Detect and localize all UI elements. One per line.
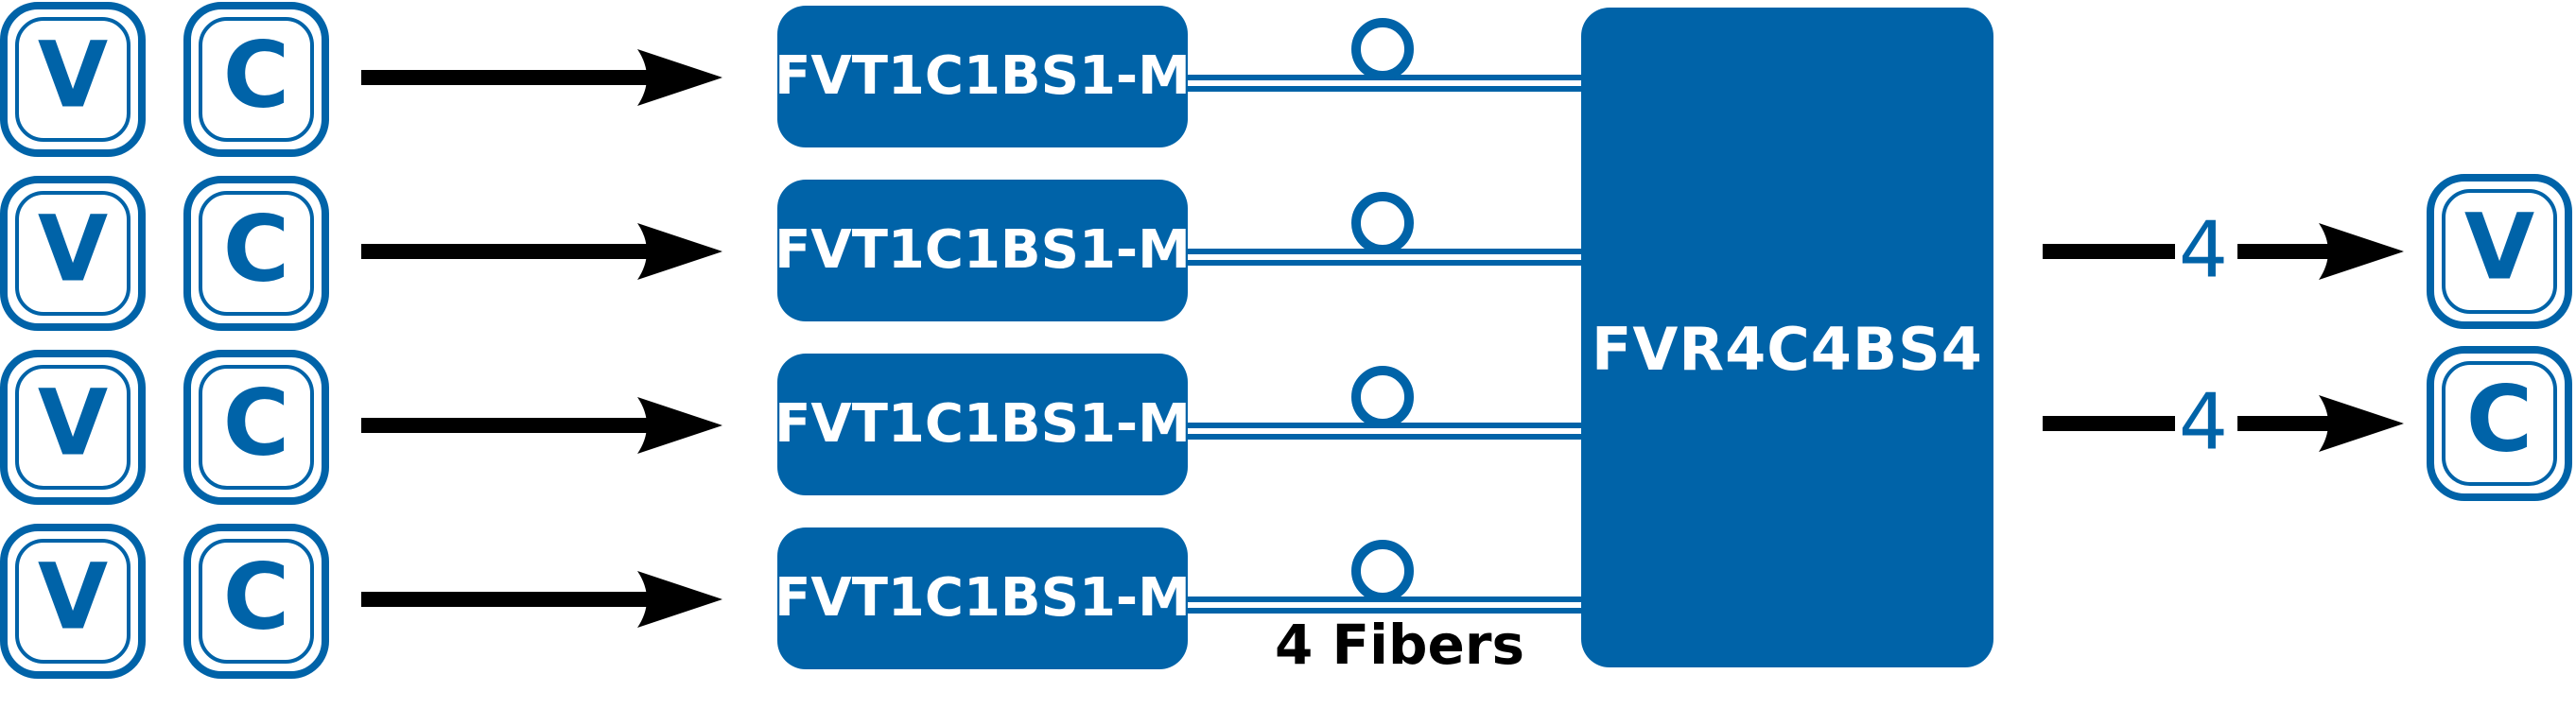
control-signal-letter: C — [223, 370, 289, 476]
transmitter-box — [777, 527, 1188, 669]
receiver-box — [1581, 8, 1993, 667]
transmitter-label: FVT1C1BS1-M — [775, 567, 1191, 629]
control-signal-letter: C — [223, 196, 289, 302]
control-signal-letter: C — [223, 544, 289, 649]
control-signal-icon: C — [183, 2, 329, 157]
receiver-label: FVR4C4BS4 — [1592, 315, 1983, 384]
input-row: V C FVT1C1BS1-M — [0, 350, 1581, 505]
video-signal-letter: V — [38, 370, 108, 476]
video-signal-icon: V — [2427, 174, 2572, 329]
control-signal-letter: C — [2466, 366, 2532, 472]
transmitter-box — [777, 6, 1188, 147]
control-signal-icon: C — [183, 350, 329, 505]
output-count: 4 — [2179, 205, 2228, 295]
receiver: FVR4C4BS4 — [1581, 8, 1993, 667]
control-signal-icon: C — [2427, 346, 2572, 501]
output-count: 4 — [2179, 377, 2228, 467]
control-signal-icon: C — [183, 176, 329, 331]
transmitter-label: FVT1C1BS1-M — [775, 219, 1191, 281]
transmitter-label: FVT1C1BS1-M — [775, 393, 1191, 455]
input-row: V C FVT1C1BS1-M — [0, 2, 1581, 157]
fiber-connector-icon — [1351, 18, 1414, 80]
video-signal-letter: V — [38, 196, 108, 302]
video-signal-icon: V — [0, 524, 146, 679]
video-signal-letter: V — [38, 544, 108, 649]
input-row: V C FVT1C1BS1-M — [0, 524, 1581, 679]
transmitter-label: FVT1C1BS1-M — [775, 45, 1191, 107]
video-signal-icon: V — [0, 176, 146, 331]
transmitter-box — [777, 180, 1188, 321]
fiber-connector-icon — [1351, 540, 1414, 602]
signal-arrow-icon — [2237, 223, 2404, 280]
transmitter-box — [777, 354, 1188, 495]
fiber-count-caption: 4 Fibers — [1275, 613, 1524, 677]
control-signal-icon: C — [183, 524, 329, 679]
video-signal-icon: V — [0, 350, 146, 505]
video-signal-icon: V — [0, 2, 146, 157]
video-signal-letter: V — [38, 22, 108, 128]
fiber-connector-icon — [1351, 192, 1414, 254]
input-row: V C FVT1C1BS1-M — [0, 176, 1581, 331]
control-signal-letter: C — [223, 22, 289, 128]
signal-arrow-icon — [2237, 395, 2404, 452]
signal-arrow-icon — [361, 397, 722, 454]
signal-arrow-icon — [361, 49, 722, 106]
signal-arrow-icon — [361, 223, 722, 280]
signal-arrow-icon — [361, 571, 722, 628]
video-signal-letter: V — [2464, 194, 2534, 300]
fiber-connector-icon — [1351, 366, 1414, 428]
